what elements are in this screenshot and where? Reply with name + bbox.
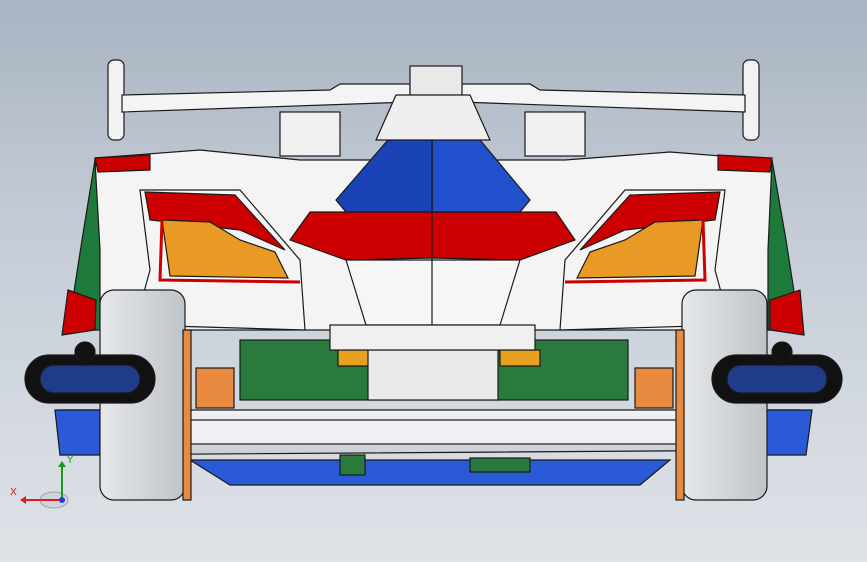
coordinate-triad: X Y [10,455,74,509]
lower-chassis [54,324,813,486]
x-axis-label: X [10,487,17,498]
right-roller [634,341,843,409]
y-axis-label: Y [66,455,74,466]
left-roller [24,341,235,409]
z-axis-icon [59,497,65,503]
